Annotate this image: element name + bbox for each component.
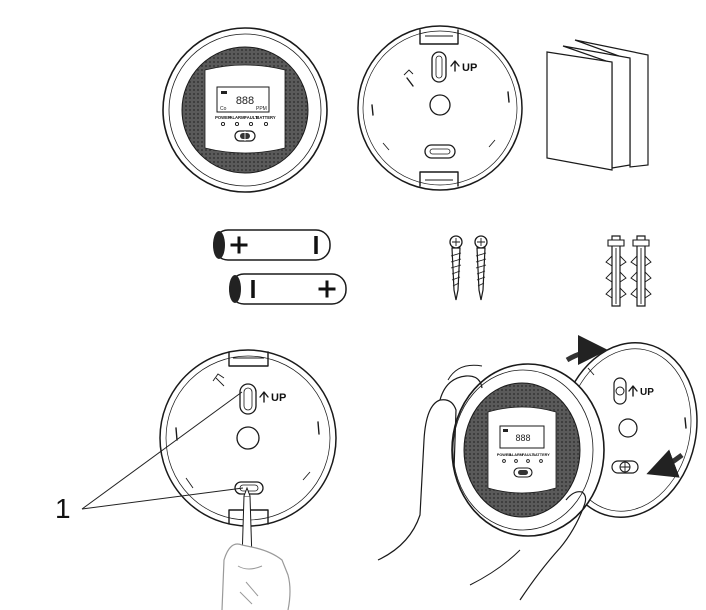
indicator-power: POWER	[215, 115, 231, 120]
lcd-ppm-label: PPM	[256, 106, 267, 112]
lcd-display	[216, 86, 270, 113]
detector-front: 888 Co PPM POWER ALARM FAULT BATTERY	[162, 27, 328, 193]
keyhole-slot-horizontal	[424, 144, 456, 159]
rotate-arrow-icon	[646, 449, 684, 478]
detector-attaching: 888 POWER ALARM FAULT BATTERY	[451, 363, 605, 537]
up-arrow-icon	[450, 60, 460, 72]
screw-icon	[449, 235, 463, 301]
up-arrow-icon	[259, 391, 269, 403]
hand-icon	[377, 364, 587, 601]
up-label: UP	[640, 387, 654, 398]
indicator-fault: FAULT	[522, 453, 535, 457]
test-button	[234, 130, 256, 142]
mounting-plate-marking: UP	[159, 349, 337, 527]
up-label: UP	[271, 392, 286, 404]
lcd-digits: 888	[515, 433, 530, 443]
lcd-digits: 888	[236, 95, 254, 107]
wall-anchor-icon	[605, 235, 627, 307]
indicator-battery: BATTERY	[256, 115, 276, 120]
screw-icon	[474, 235, 488, 301]
instruction-manual-icon	[546, 39, 649, 171]
lcd-co-label: Co	[220, 106, 227, 112]
indicator-alarm: ALARM	[509, 453, 523, 457]
keyhole-slot-vertical	[431, 51, 447, 83]
rotate-arrow-icon	[565, 335, 608, 366]
battery-icon	[229, 273, 347, 305]
callout-number: 1	[55, 493, 71, 524]
indicator-alarm: ALARM	[229, 115, 245, 120]
up-arrow-icon	[628, 385, 638, 397]
wall-anchor-icon	[630, 235, 652, 307]
indicator-power: POWER	[497, 453, 512, 457]
lcd-display	[499, 425, 545, 449]
up-label: UP	[462, 62, 477, 74]
mounting-plate-top: UP	[357, 25, 523, 191]
pencil-hand-icon	[221, 486, 291, 610]
callout-marker: 1	[55, 391, 244, 524]
battery-icon	[213, 229, 331, 261]
indicator-battery: BATTERY	[532, 453, 550, 457]
indicator-fault: FAULT	[244, 115, 258, 120]
